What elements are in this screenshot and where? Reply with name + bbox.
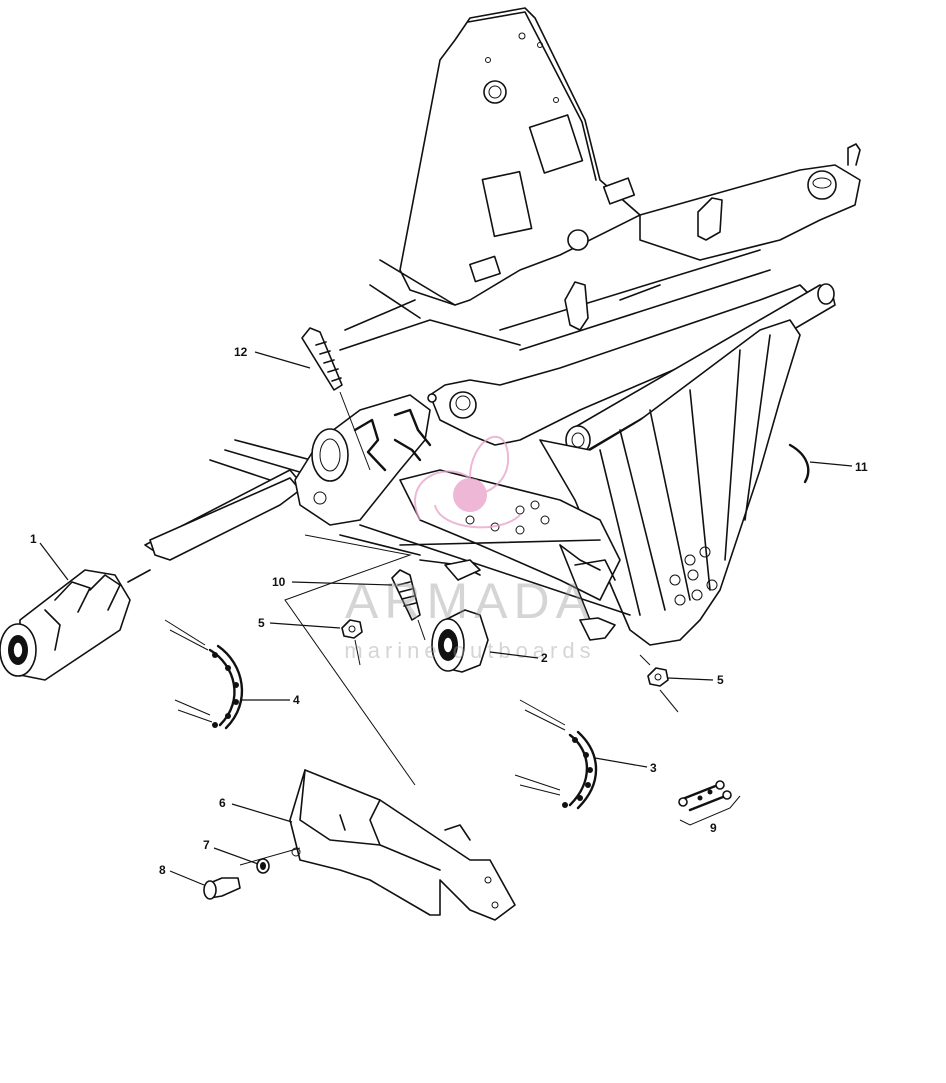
part-6-guard-plate	[289, 769, 516, 921]
callout-5-right: 5	[717, 673, 724, 687]
part-3-chain	[514, 699, 598, 810]
callout-12: 12	[234, 345, 248, 359]
watermark: ARMADA marine outboards	[344, 435, 595, 663]
part-12-bolt	[301, 327, 371, 471]
callouts: 1 2 3 4 5 5 6 7 8 9 10 11 12	[30, 345, 868, 886]
watermark-tagline: marine outboards	[344, 638, 595, 663]
part-9-link-kit	[678, 780, 741, 826]
part-1-roller	[0, 569, 151, 681]
part-2-bushing	[431, 609, 489, 673]
callout-1: 1	[30, 532, 37, 546]
callout-6: 6	[219, 796, 226, 810]
callout-11: 11	[855, 460, 868, 474]
part-11-clip	[788, 443, 810, 484]
assembly-lines	[239, 534, 416, 866]
callout-4: 4	[293, 693, 300, 707]
callout-3: 3	[650, 761, 657, 775]
part-4-chain	[164, 619, 244, 730]
callout-10: 10	[272, 575, 286, 589]
part-5-nut-right	[639, 654, 679, 713]
callout-9: 9	[710, 821, 717, 835]
part-8-bolt	[203, 877, 241, 900]
part-7-washer	[256, 858, 270, 874]
watermark-logo	[414, 435, 521, 529]
callout-8: 8	[159, 863, 166, 877]
watermark-brand: ARMADA	[345, 573, 595, 629]
part-10-bolt	[391, 569, 426, 641]
callout-5-left: 5	[258, 616, 265, 630]
part-5-nut-left	[341, 619, 363, 666]
callout-7: 7	[203, 838, 210, 852]
callout-2: 2	[541, 651, 548, 665]
